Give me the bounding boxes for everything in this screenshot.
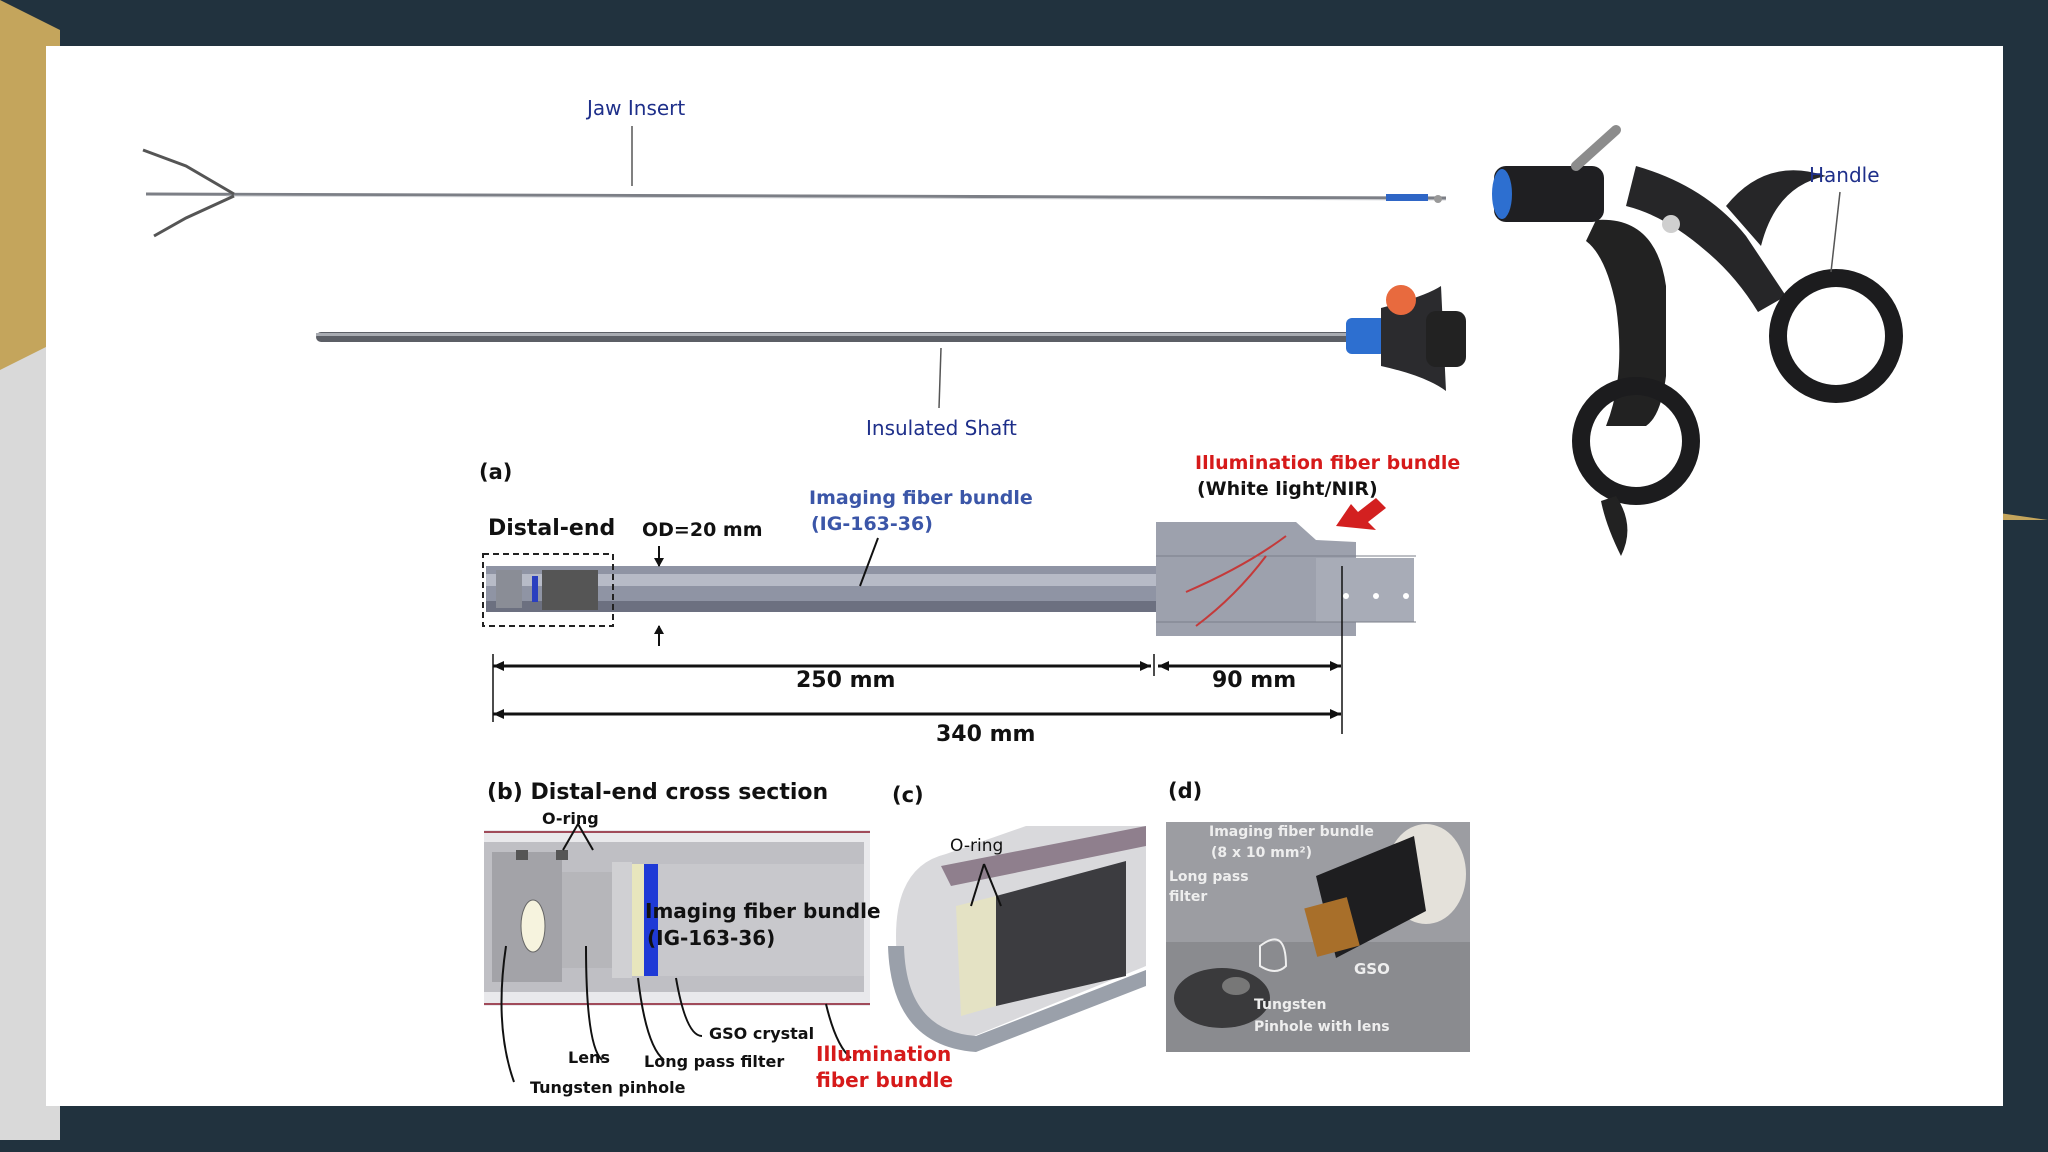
od-label: OD=20 mm [642,519,763,541]
background-grey-band [0,340,60,1140]
gso-crystal-label: GSO crystal [709,1024,815,1043]
slide: Jaw Insert Insulated Shaft Handle [46,46,2003,1106]
panel-b-drawing [484,823,870,1083]
oring-label-c: O-ring [950,836,1004,856]
jaw-insert-illustration [142,148,1447,238]
illumination-fiber-label-a: Illumination fiber bundle [1195,452,1461,474]
dimension-90: 90 mm [1212,668,1297,693]
panel-b-title: (b) Distal-end cross section [487,780,829,805]
handle-label: Handle [1809,163,1880,187]
gso-label-d: GSO [1354,960,1390,978]
imaging-fiber-size-d: (8 x 10 mm²) [1211,845,1312,861]
imaging-fiber-label-a: Imaging fiber bundle [809,487,1033,509]
long-pass-filter-label-d-2: filter [1169,889,1208,905]
imaging-fiber-label-d: Imaging fiber bundle [1209,824,1374,840]
long-pass-filter-label-b: Long pass filter [644,1052,785,1071]
handle-illustration [1492,125,1903,556]
pinhole-lens-label-d: Pinhole with lens [1254,1019,1390,1035]
panel-d-photo [1166,822,1470,1052]
illumination-type-label-a: (White light/NIR) [1197,478,1378,500]
panel-c-tag: (c) [892,783,924,807]
insulated-shaft-label: Insulated Shaft [866,416,1017,440]
panel-c-drawing [888,826,1146,1052]
distal-end-label: Distal-end [488,516,616,541]
long-pass-filter-label-d: Long pass [1169,869,1249,885]
instrument-drawing [142,125,1903,556]
dimension-250: 250 mm [796,668,896,693]
jaw-insert-label: Jaw Insert [587,96,686,120]
tungsten-label-d: Tungsten [1254,997,1327,1013]
lens-label: Lens [568,1048,610,1067]
oring-label-b: O-ring [542,809,599,828]
illumination-fiber-label-b-2: fiber bundle [816,1068,954,1092]
insulated-shaft-illustration [316,285,1466,391]
panel-a-drawing [482,498,1416,734]
imaging-fiber-label-b: Imaging fiber bundle [645,899,881,923]
tungsten-pinhole-label-b: Tungsten pinhole [530,1078,686,1097]
panel-d-tag: (d) [1168,779,1203,803]
imaging-fiber-model-b: (IG-163-36) [647,926,776,950]
dimension-340: 340 mm [936,722,1036,747]
panel-a-tag: (a) [479,460,513,484]
imaging-fiber-model-a: (IG-163-36) [811,513,933,535]
illumination-fiber-label-b: Illumination [816,1042,952,1066]
